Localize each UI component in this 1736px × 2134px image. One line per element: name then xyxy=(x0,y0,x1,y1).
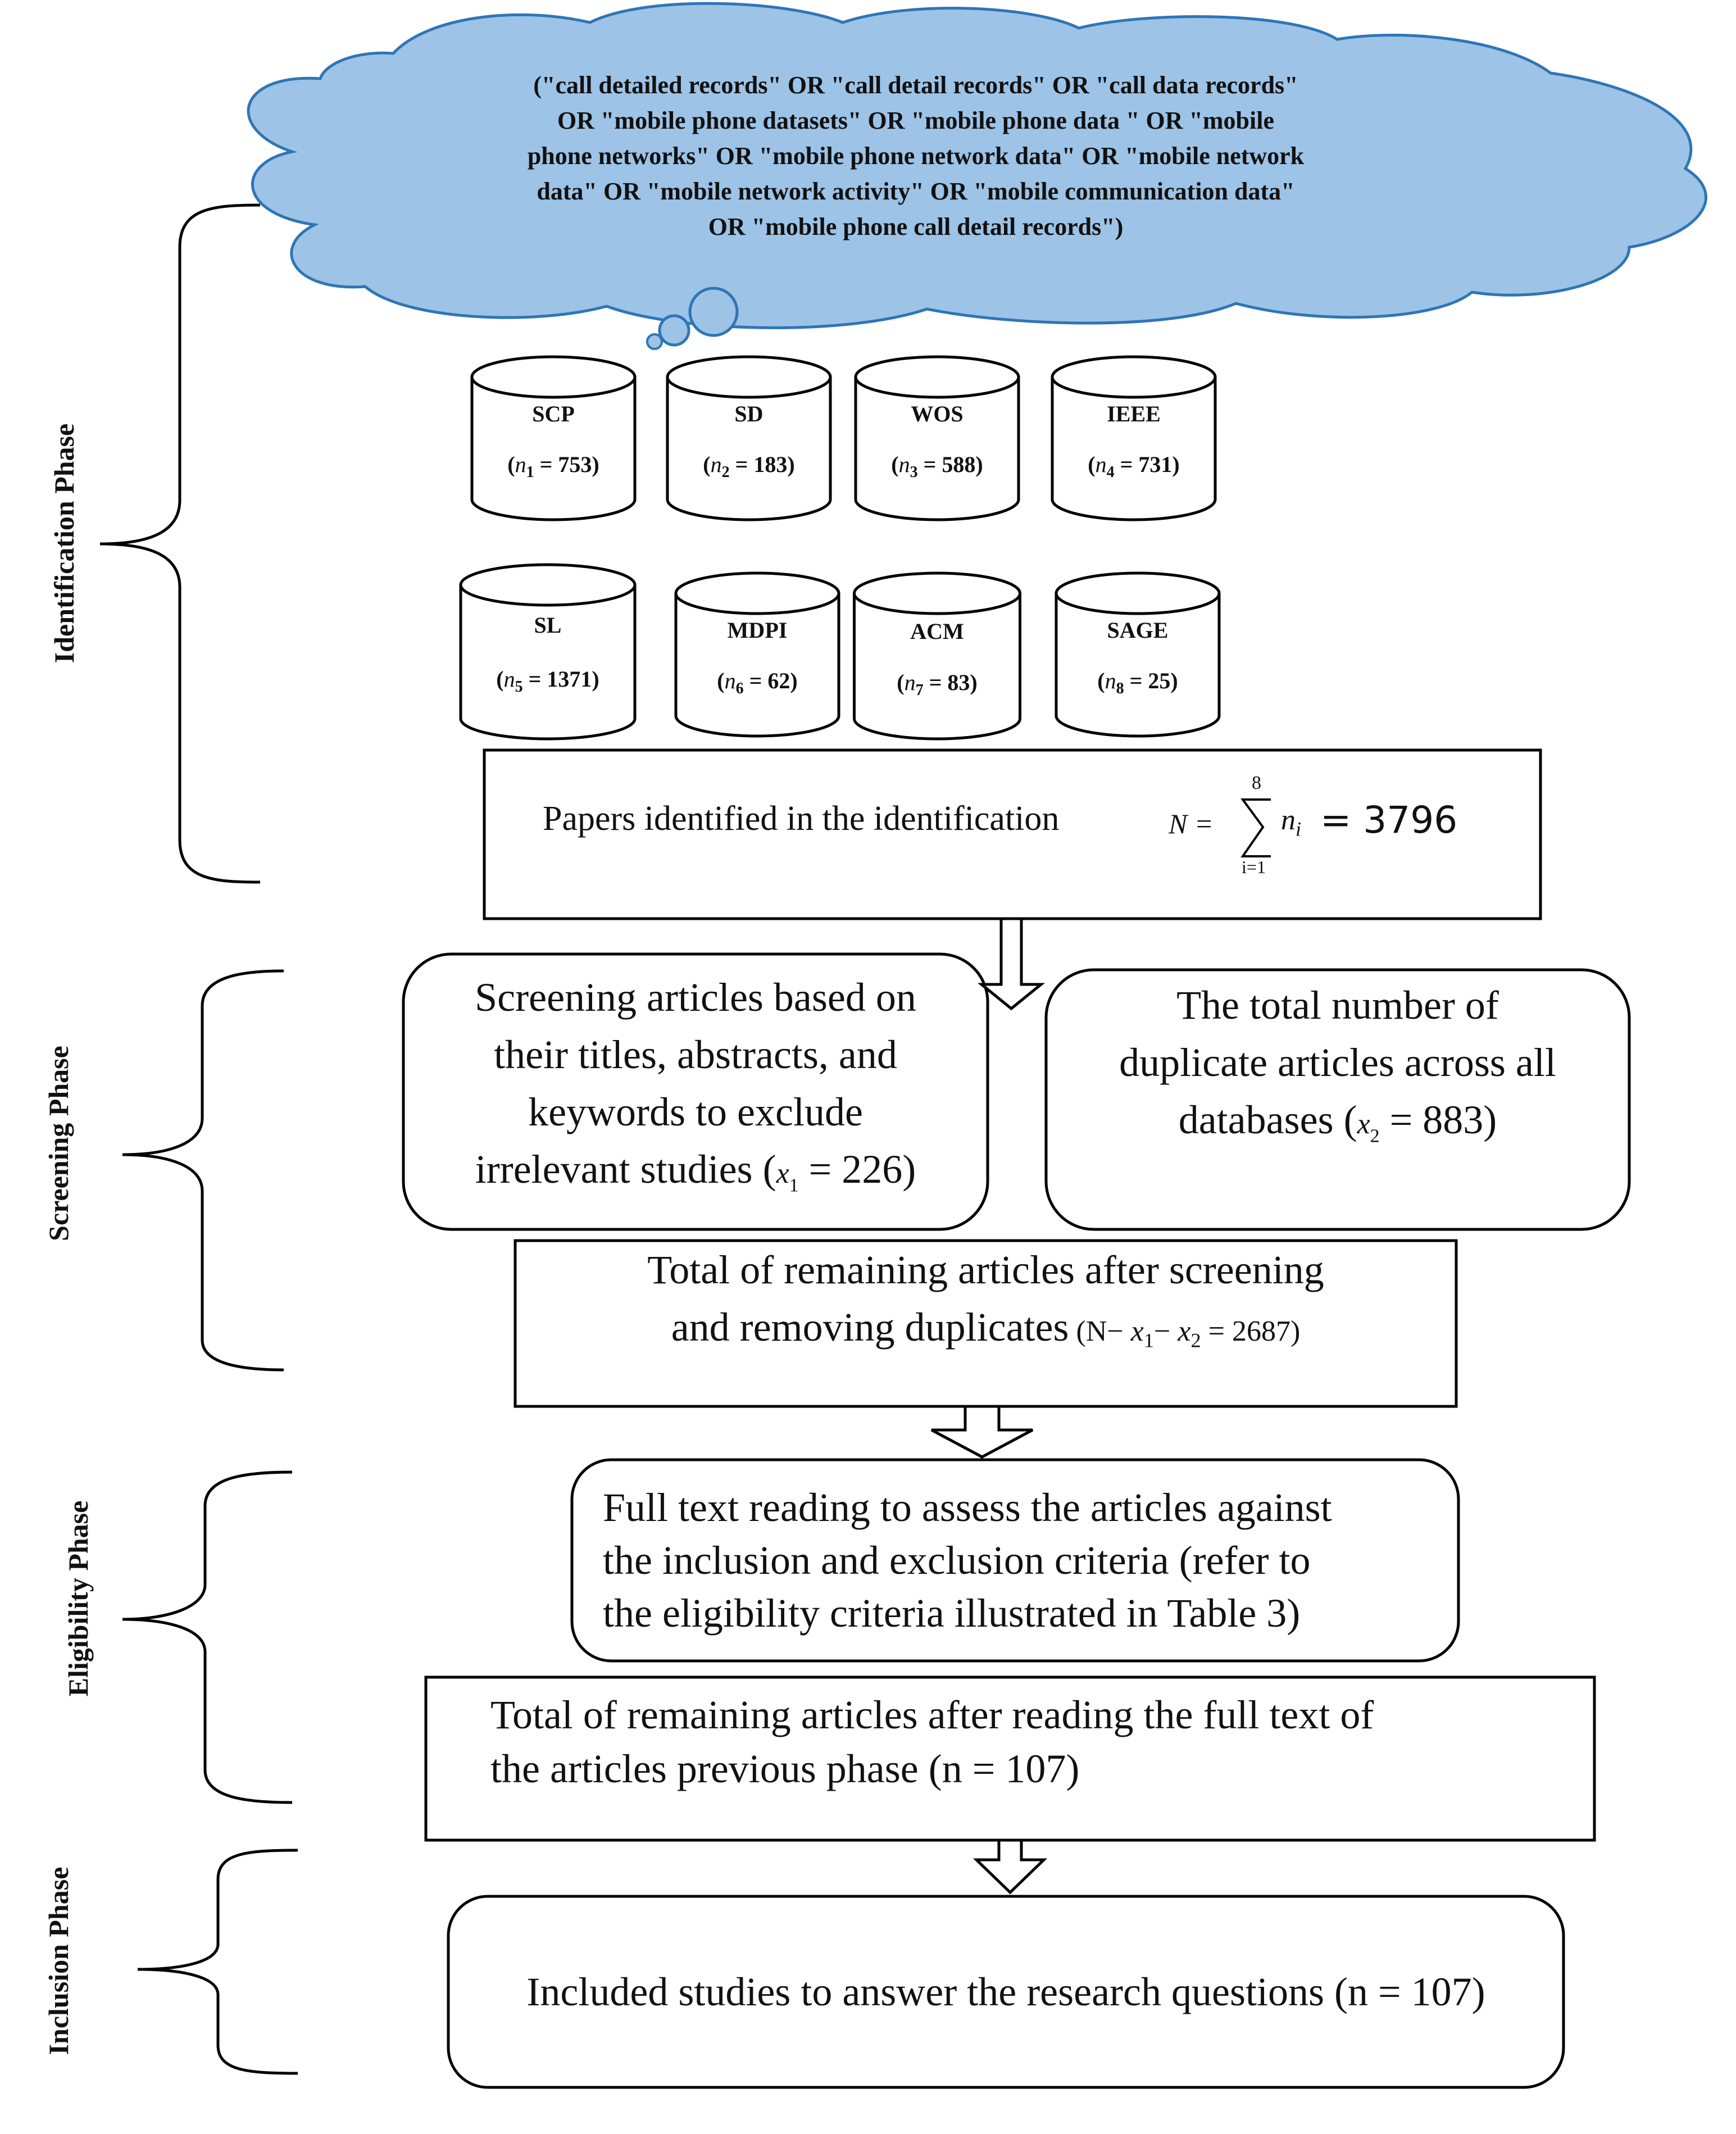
screening-line: their titles, abstracts, and xyxy=(494,1032,897,1078)
screening-line-with-formula: irrelevant studies (x1 = 226) xyxy=(475,1147,916,1196)
included-text: Included studies to answer the research … xyxy=(448,1896,1564,2087)
remaining-after-screening-text: Total of remaining articles after screen… xyxy=(515,1241,1456,1370)
screening-line: keywords to exclude xyxy=(528,1089,863,1135)
phase-braces xyxy=(99,203,298,2075)
database-cylinder-body xyxy=(470,377,637,521)
database-cylinder-body xyxy=(459,585,637,741)
box-duplicates xyxy=(1044,968,1631,1231)
phase-label-eligibility: Eligibility Phase xyxy=(62,1500,94,1697)
box-remaining-after-screening xyxy=(513,1239,1458,1408)
database-cylinder-body xyxy=(854,377,1020,521)
box-identified xyxy=(483,748,1542,920)
query-text: ("call detailed records" OR "call detail… xyxy=(461,67,1371,244)
database-cylinder-body xyxy=(1051,377,1217,521)
full-text-line: Full text reading to assess the articles… xyxy=(603,1485,1332,1530)
database-name: MDPI xyxy=(727,618,788,643)
database-count: (n5 = 1371) xyxy=(496,666,599,696)
brace-identification xyxy=(99,203,261,884)
box-remaining-after-full-text xyxy=(424,1676,1596,1842)
full-text-line: the eligibility criteria illustrated in … xyxy=(603,1591,1301,1636)
phase-label-identification: Identification Phase xyxy=(48,423,80,664)
duplicates-text: The total number of duplicate articles a… xyxy=(1046,970,1629,1172)
database-name: IEEE xyxy=(1107,401,1161,427)
remaining-line-with-formula: and removing duplicates (N− x1− x2 = 268… xyxy=(671,1305,1301,1352)
remaining-full-line: the articles previous phase (n = 107) xyxy=(490,1746,1080,1791)
database-count: (n3 = 588) xyxy=(891,452,983,482)
database-cylinder-top xyxy=(666,355,832,399)
database-name: SAGE xyxy=(1107,618,1169,643)
query-line: data" OR "mobile network activity" OR "m… xyxy=(537,178,1295,205)
database-cylinder-body xyxy=(853,593,1021,741)
brace-inclusion xyxy=(137,1849,298,2075)
database-name: SCP xyxy=(532,401,575,427)
database-name: SL xyxy=(534,612,562,638)
database-cylinders xyxy=(459,355,1221,741)
database-cylinder-top xyxy=(470,355,637,399)
formula-lhs: N = xyxy=(1169,808,1214,839)
remaining-line: Total of remaining articles after screen… xyxy=(647,1247,1324,1293)
database-cylinder-top xyxy=(854,355,1020,399)
identified-label: Papers identified in the identification xyxy=(543,800,1060,838)
database-cylinder-top xyxy=(674,571,840,615)
full-text-line: the inclusion and exclusion criteria (re… xyxy=(603,1538,1311,1583)
query-line: phone networks" OR "mobile phone network… xyxy=(527,142,1305,170)
database-count: (n6 = 62) xyxy=(717,668,798,698)
phase-label-screening: Screening Phase xyxy=(43,1046,74,1241)
query-cloud xyxy=(247,2,1707,350)
duplicates-line: The total number of xyxy=(1176,983,1499,1028)
included-line: Included studies to answer the research … xyxy=(526,1969,1485,2014)
database-count: (n1 = 753) xyxy=(507,452,599,482)
brace-eligibility xyxy=(122,1470,293,1804)
remaining-after-full-text-text: Total of remaining articles after readin… xyxy=(426,1677,1594,1806)
query-line: OR "mobile phone call detail records") xyxy=(708,213,1124,240)
arrow-full-text-to-included xyxy=(972,1838,1048,1895)
database-name: ACM xyxy=(910,618,964,644)
identified-text: Papers identified in the identification xyxy=(543,799,1059,839)
remaining-full-line: Total of remaining articles after readin… xyxy=(490,1692,1374,1737)
database-count: (n4 = 731) xyxy=(1088,452,1180,482)
formula-result: = 3796 xyxy=(1320,798,1458,842)
identified-formula: N = 8 i=1 ni = 3796 xyxy=(1169,773,1483,885)
database-cylinder-body xyxy=(674,593,840,738)
duplicates-line: duplicate articles across all xyxy=(1119,1040,1556,1086)
formula-term: ni xyxy=(1281,804,1302,841)
box-included xyxy=(447,1895,1565,2089)
database-cylinder-body xyxy=(1055,593,1221,738)
arrow-screening-to-full-text xyxy=(930,1405,1034,1459)
box-outlines xyxy=(402,748,1631,2089)
box-screening xyxy=(402,952,989,1231)
database-count: (n8 = 25) xyxy=(1097,668,1178,698)
brace-screening xyxy=(122,969,284,1372)
database-cylinder-top xyxy=(1051,355,1217,399)
sum-lower-limit: i=1 xyxy=(1242,857,1266,877)
database-name: SD xyxy=(734,401,764,427)
database-count: (n2 = 183) xyxy=(703,452,795,482)
summation-symbol xyxy=(1240,798,1271,857)
arrow-identified-to-screening xyxy=(977,917,1046,1011)
query-line: OR "mobile phone datasets" OR "mobile ph… xyxy=(557,107,1274,134)
database-count: (n7 = 83) xyxy=(897,670,978,700)
flow-arrows xyxy=(930,917,1048,1895)
database-name: WOS xyxy=(911,401,964,427)
duplicates-line-with-formula: databases (x2 = 883) xyxy=(1178,1097,1497,1147)
database-cylinder-top xyxy=(459,563,637,607)
query-line: ("call detailed records" OR "call detail… xyxy=(533,71,1298,99)
box-full-text xyxy=(570,1458,1460,1663)
database-cylinder-top xyxy=(1055,571,1221,615)
full-text-text: Full text reading to assess the articles… xyxy=(572,1460,1458,1661)
screening-line: Screening articles based on xyxy=(475,975,916,1020)
screening-text: Screening articles based on their titles… xyxy=(403,954,988,1229)
database-cylinder-body xyxy=(666,377,832,521)
sum-upper-limit: 8 xyxy=(1252,773,1261,793)
database-cylinder-top xyxy=(853,571,1021,615)
phase-label-inclusion: Inclusion Phase xyxy=(43,1867,74,2055)
